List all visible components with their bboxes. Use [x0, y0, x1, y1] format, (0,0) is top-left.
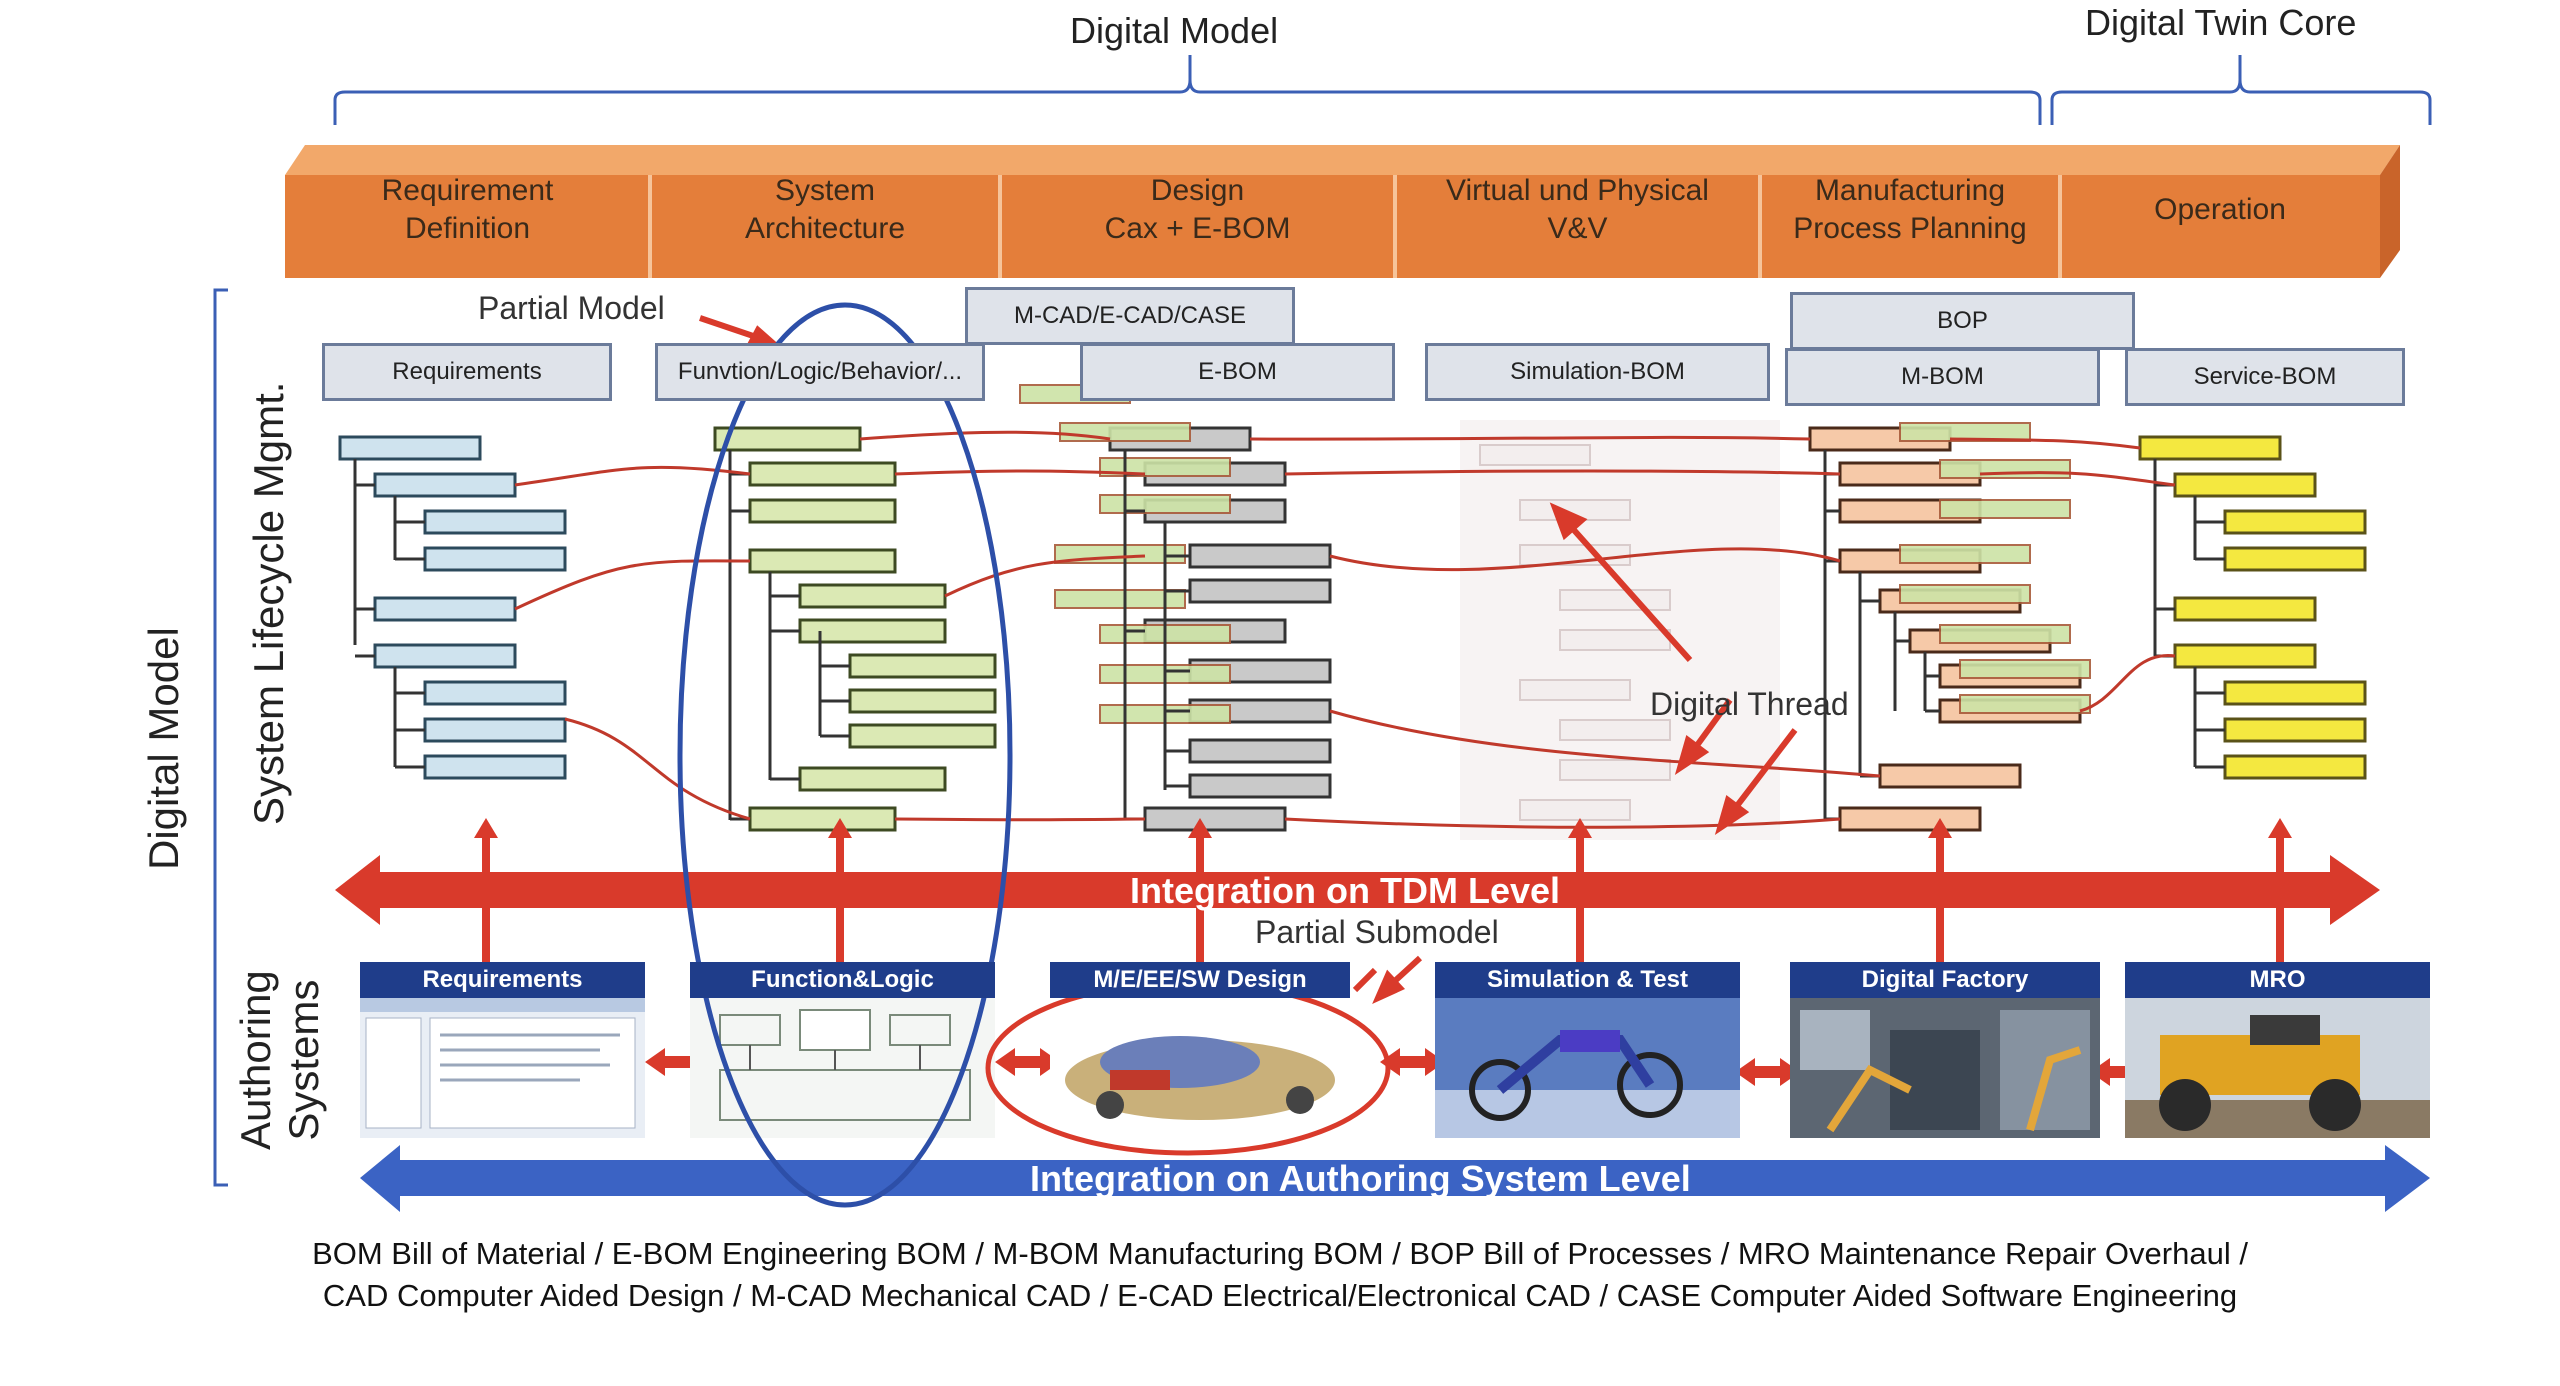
authoring-design-title: M/E/EE/SW Design	[1050, 962, 1350, 998]
phase-design: Design Cax + E-BOM	[1104, 174, 1291, 245]
thumbnail-mro-image	[2125, 998, 2430, 1138]
thumbnail-requirements-image	[360, 998, 645, 1138]
simulation-tree	[1479, 444, 1671, 821]
phase-manufacturing-process-planning: Manufacturing Process Planning	[1793, 174, 2027, 245]
digital-thread-pointers	[699, 315, 1798, 1004]
service-tree	[2138, 435, 2367, 780]
system-lifecycle-label: System Lifecycle Mgmt.	[245, 381, 292, 825]
legend-line-2: CAD Computer Aided Design / M-CAD Mechan…	[322, 1278, 2238, 1313]
phase-system-architecture: System Architecture	[744, 174, 906, 245]
bom-bop: BOP	[1790, 292, 2135, 350]
tdm-arrow	[335, 855, 2380, 925]
bom-simulation: Simulation-BOM	[1425, 343, 1770, 401]
thumbnail-simulation-image	[1435, 998, 1740, 1138]
ebom-green-overlay	[1019, 384, 1231, 724]
thumbnail-factory-image	[1790, 998, 2100, 1138]
authoring-systems-label: Authoring Systems	[232, 970, 327, 1150]
tdm-integration-label: Integration on TDM Level	[1130, 870, 1561, 911]
partial-submodel-label: Partial Submodel	[1255, 914, 1499, 950]
authoring-requirements-title: Requirements	[360, 962, 645, 998]
bom-function-logic: Funvtion/Logic/Behavior/...	[655, 343, 985, 401]
authoring-horizontal-arrows	[645, 1048, 2155, 1086]
legend-line-1: BOM Bill of Material / E-BOM Engineering…	[312, 1236, 2248, 1271]
digital-twin-core-heading: Digital Twin Core	[2085, 2, 2357, 43]
function-tree	[713, 426, 997, 832]
thumbnail-design-image	[1050, 998, 1350, 1138]
digital-model-vertical-label: Digital Model	[140, 627, 187, 870]
bom-mcad-ecad-case: M-CAD/E-CAD/CASE	[965, 287, 1295, 345]
bom-ebom: E-BOM	[1080, 343, 1395, 401]
bom-service: Service-BOM	[2125, 348, 2405, 406]
digital-model-bracket	[333, 55, 2042, 125]
authoring-function-logic-title: Function&Logic	[690, 962, 995, 998]
phase-requirement-definition: Requirement Definition	[381, 174, 554, 245]
phase-virtual-physical-vv: Virtual und Physical V&V	[1446, 174, 1709, 245]
digital-thread-lines	[514, 430, 2176, 829]
partial-model-label: Partial Model	[478, 290, 665, 326]
partial-model-ellipse	[677, 302, 1013, 1208]
left-digital-model-bracket	[213, 288, 228, 1187]
phase-operation: Operation	[2154, 193, 2286, 226]
authoring-digital-factory-title: Digital Factory	[1790, 962, 2100, 998]
digital-twin-bracket	[2050, 55, 2432, 125]
authoring-simulation-title: Simulation & Test	[1435, 962, 1740, 998]
thumbnail-function-image	[690, 998, 995, 1138]
phase-band	[285, 145, 2400, 278]
bom-requirements: Requirements	[322, 343, 612, 401]
authoring-mro-title: MRO	[2125, 962, 2430, 998]
digital-model-heading: Digital Model	[1070, 10, 1279, 51]
bop-green-overlay	[1899, 422, 2091, 714]
bom-mbom: M-BOM	[1785, 348, 2100, 406]
digital-thread-label: Digital Thread	[1650, 686, 1849, 722]
authoring-integration-label: Integration on Authoring System Level	[1030, 1158, 1691, 1199]
